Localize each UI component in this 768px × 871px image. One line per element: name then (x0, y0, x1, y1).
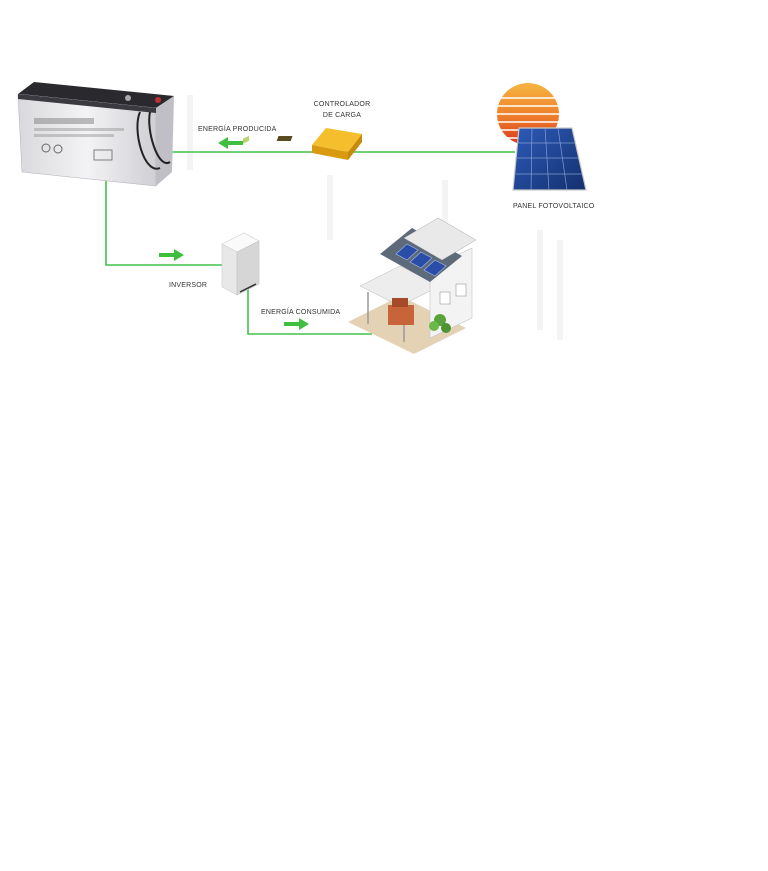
charge-controller-icon (276, 128, 362, 160)
arrow-energia-producida (218, 137, 243, 149)
wire-inverter-to-house (247, 288, 372, 335)
label-panel-fotovoltaico: PANEL FOTOVOLTAICO (513, 203, 595, 210)
label-controlador-line1: CONTROLADOR (313, 101, 371, 108)
background-sketch (187, 95, 563, 340)
label-energia-consumida: ENERGÍA CONSUMIDA (261, 309, 341, 316)
battery-icon (17, 82, 174, 187)
wire-battery-to-inverter (105, 175, 228, 266)
arrow-inversor (159, 249, 184, 261)
house-icon (348, 217, 477, 354)
label-inversor: INVERSOR (169, 282, 208, 289)
roof-solar-panels (395, 243, 447, 277)
inverter-icon (221, 135, 260, 296)
solar-panel-icon (512, 127, 587, 191)
label-controlador-line2: DE CARGA (322, 112, 362, 119)
label-energia-producida: ENERGÍA PRODUCIDA (198, 126, 277, 133)
arrow-energia-consumida (284, 318, 309, 330)
